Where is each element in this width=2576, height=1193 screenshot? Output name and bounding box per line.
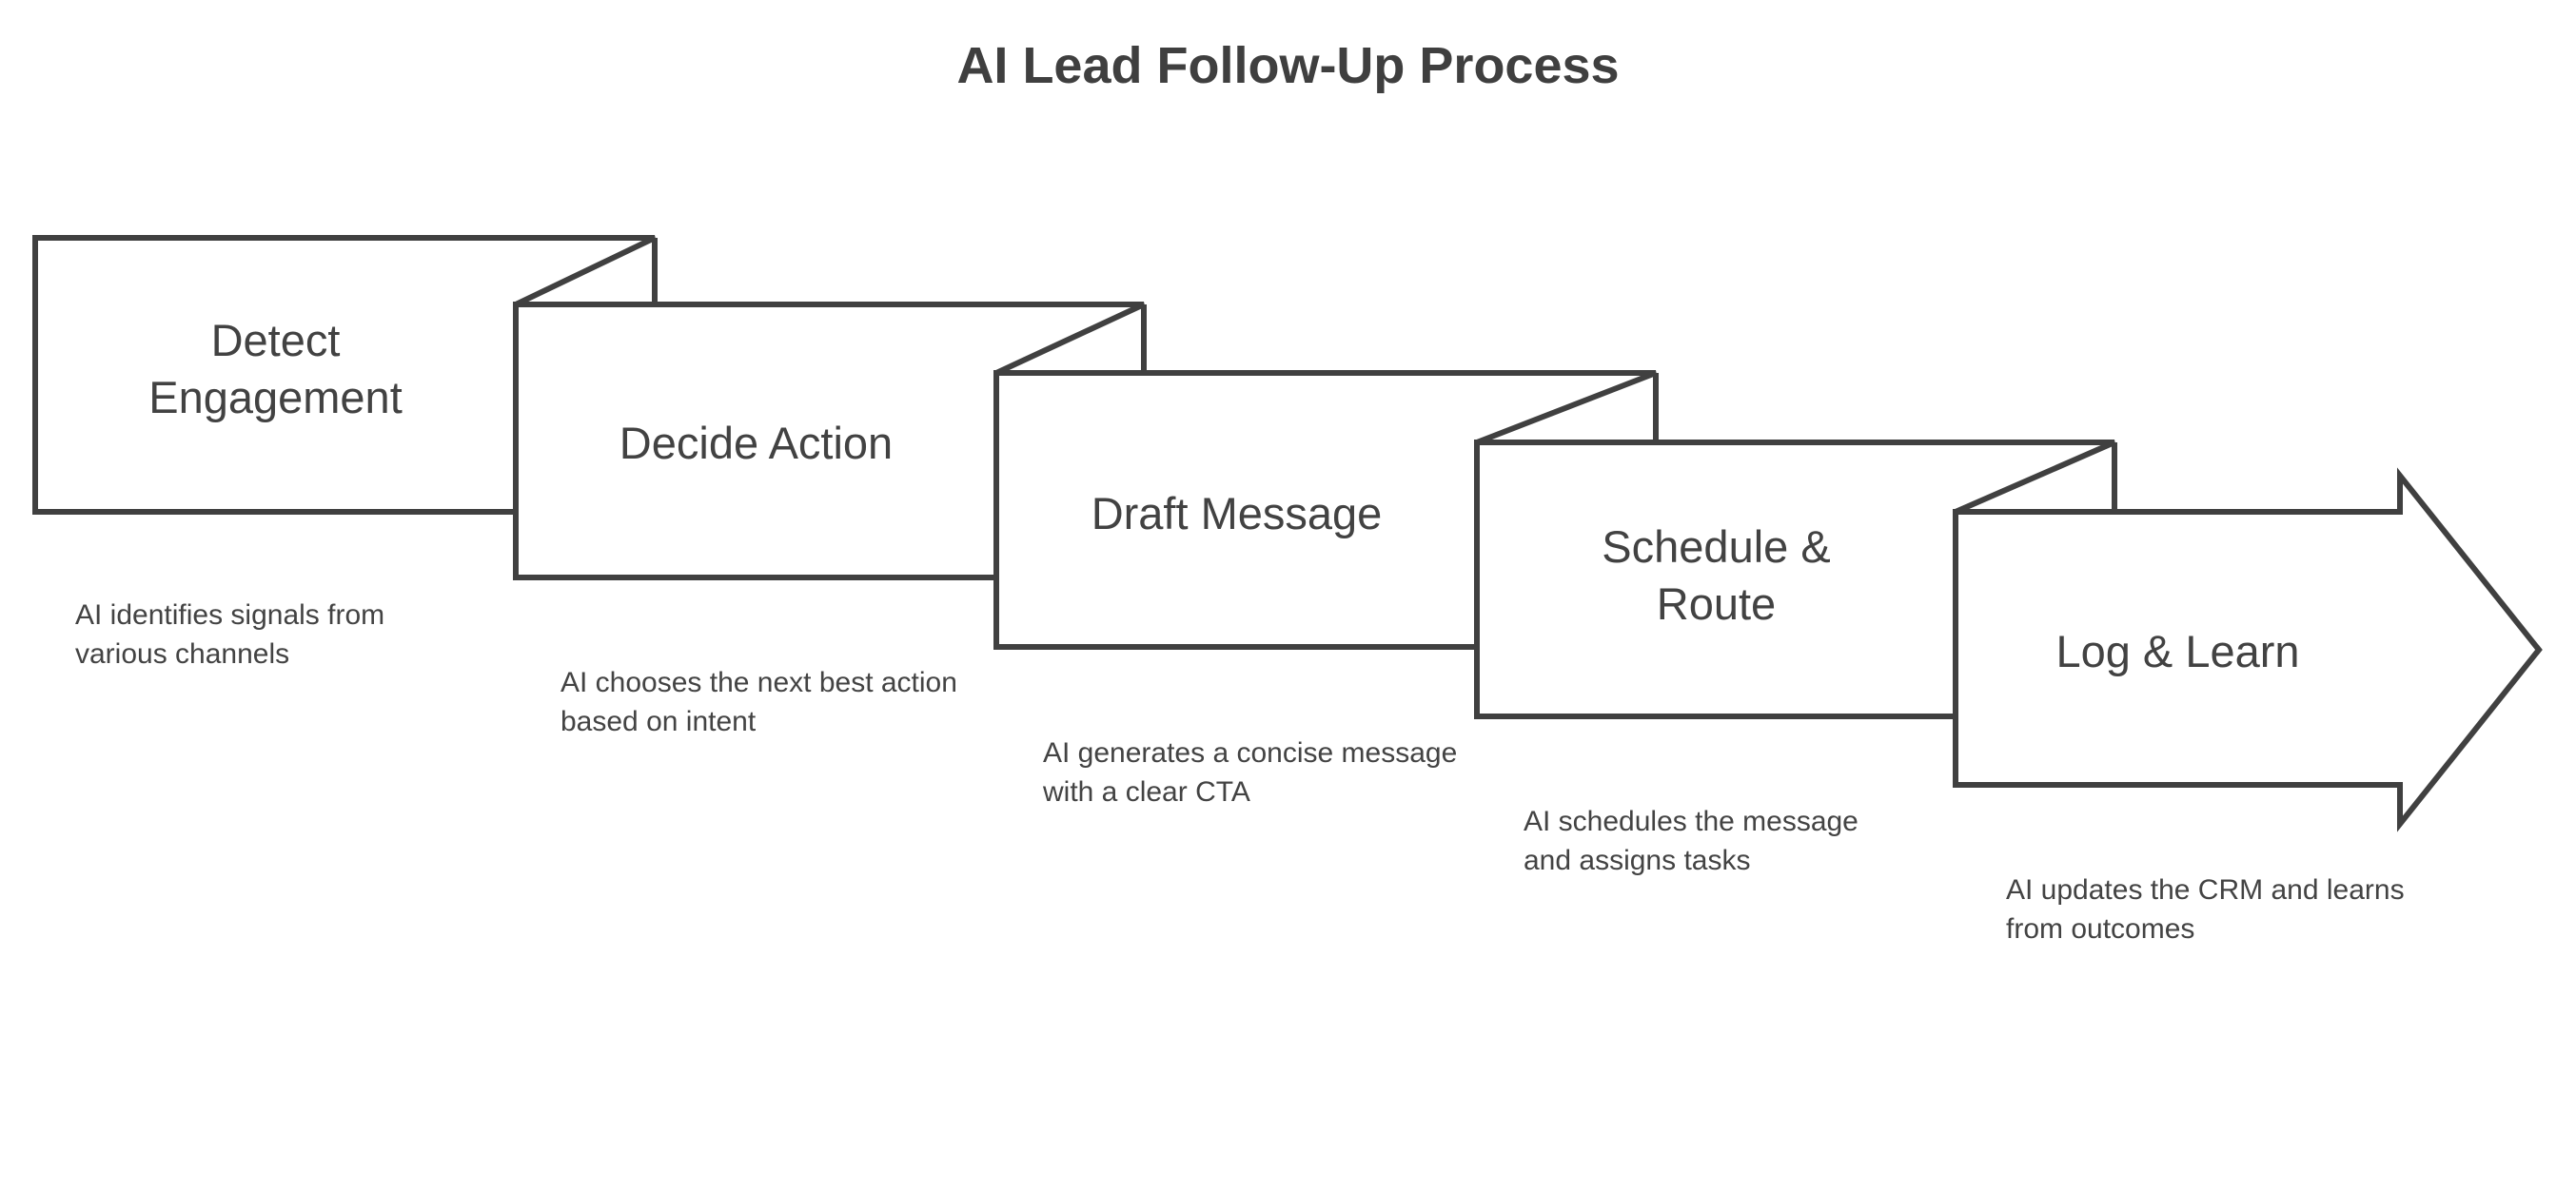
step-shape-5-arrow-icon[interactable]: [1953, 467, 2543, 832]
step-caption-1: AI identifies signals from various chann…: [75, 599, 385, 670]
step-caption-5: AI updates the CRM and learns from outco…: [2006, 874, 2405, 945]
page-title: AI Lead Follow-Up Process: [956, 37, 1620, 94]
step-caption-2: AI chooses the next best action based on…: [560, 667, 957, 737]
step-caption-3: AI generates a concise message with a cl…: [1043, 737, 1458, 808]
step-caption-4: AI schedules the message and assigns tas…: [1524, 806, 1858, 876]
